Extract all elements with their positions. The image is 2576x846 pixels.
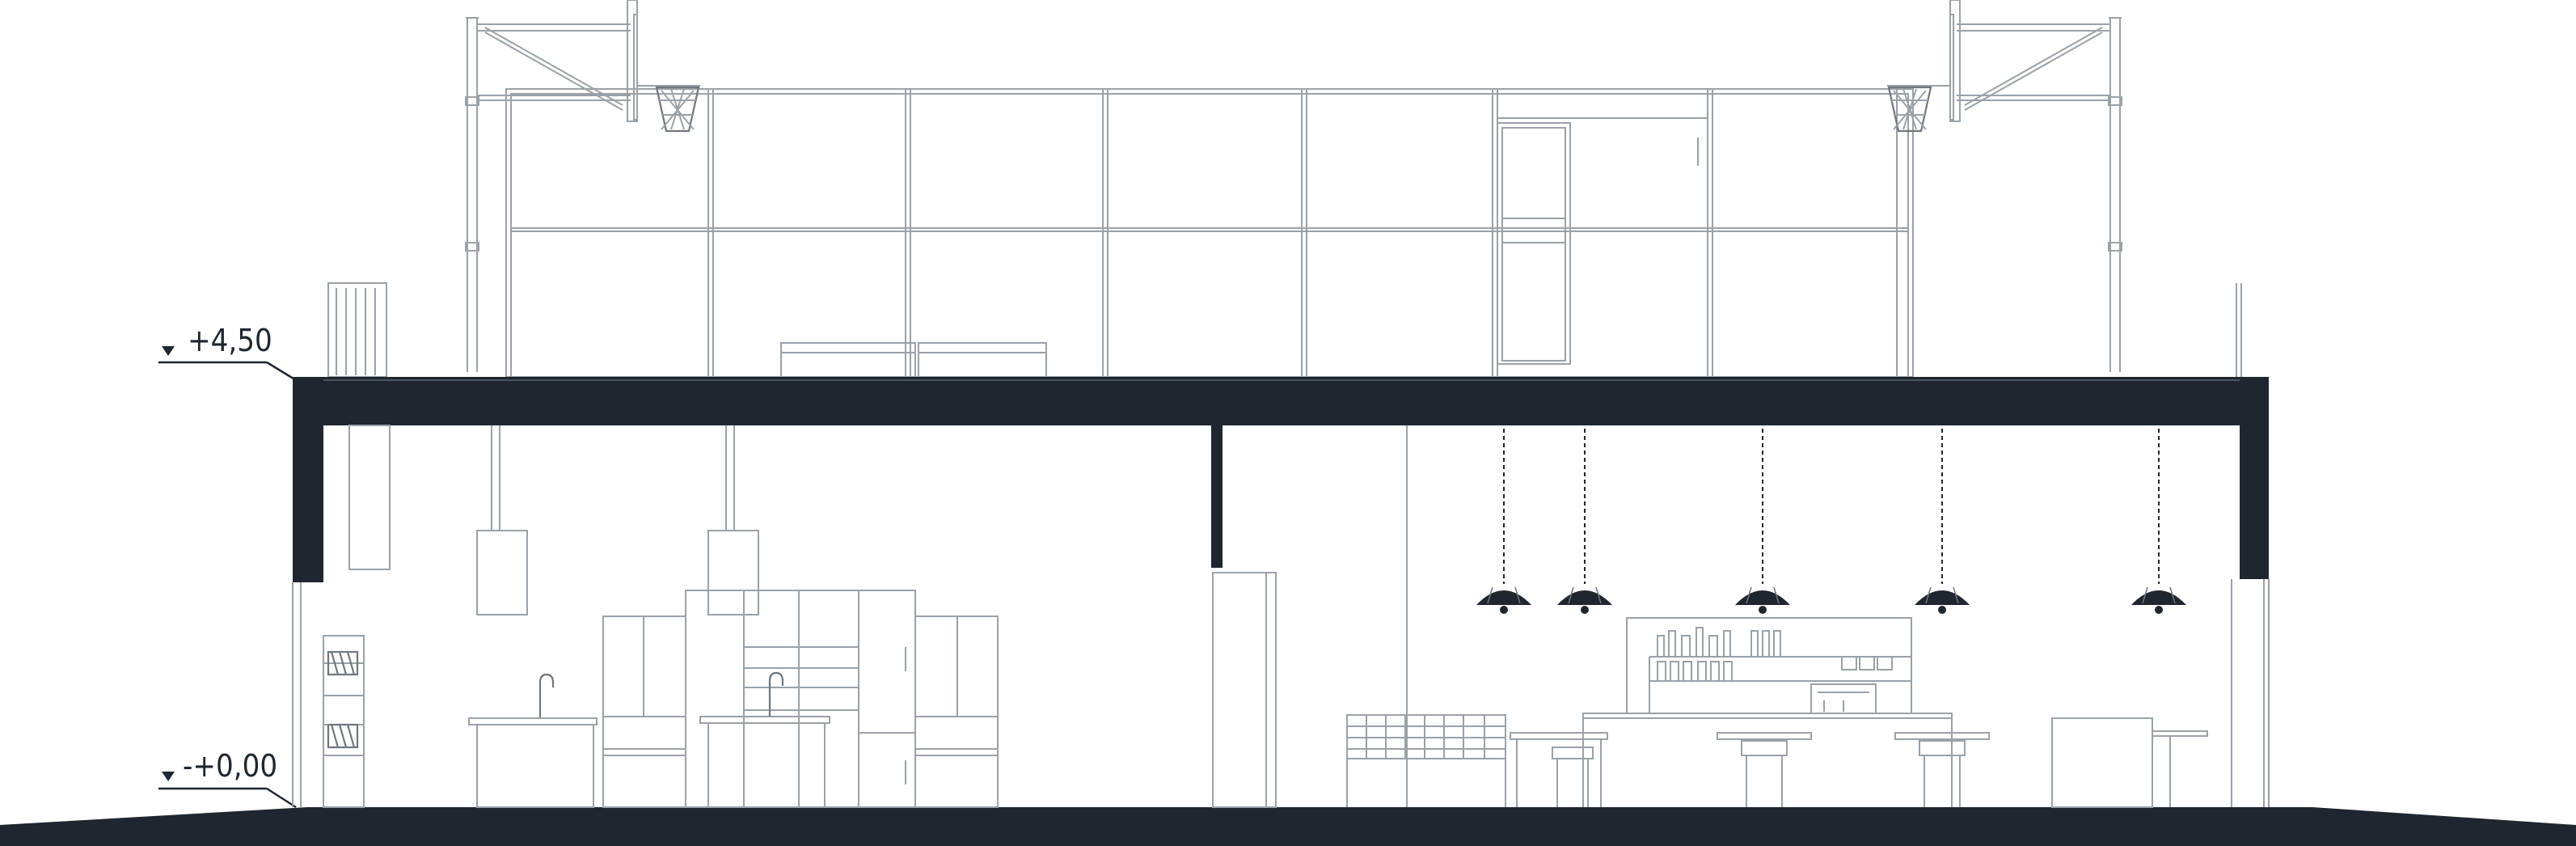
triangle-down-icon	[162, 772, 175, 781]
roof-slab	[293, 377, 2269, 582]
roof-railing	[327, 282, 2242, 378]
level-label-ground: -+0,00	[183, 748, 277, 784]
kitchen-hoods	[348, 425, 759, 615]
bar-stools	[1510, 732, 1990, 807]
pendant-lamp	[1557, 429, 1612, 614]
bar-counter	[1582, 713, 1953, 807]
pendant-lamp	[1915, 429, 1970, 614]
lounge-chair-right	[2051, 717, 2208, 808]
kitchen-cabinets	[602, 590, 999, 808]
kitchen-island	[699, 671, 830, 808]
rooftop-court-enclosure	[505, 88, 1914, 378]
pendant-lamp	[1476, 429, 1531, 614]
pendant-lamp	[2131, 429, 2186, 614]
exterior-walls	[292, 579, 2270, 807]
ground-slab	[0, 807, 2576, 846]
kitchen-counter-left	[468, 673, 598, 808]
level-marker-ground: -+0,00	[158, 748, 297, 809]
level-marker-upper: +4,50	[158, 323, 297, 382]
level-label-upper: +4,50	[188, 323, 272, 358]
basketball-hoop-right	[1887, 0, 2122, 372]
triangle-down-icon	[162, 346, 175, 356]
bar-back-shelving	[1626, 617, 1912, 714]
lounge-sofa	[1346, 714, 1506, 807]
partition	[1212, 425, 1408, 808]
basketball-hoop-left	[465, 0, 700, 372]
kitchen-shelving	[323, 635, 365, 808]
pendant-lamp	[1735, 429, 1790, 614]
